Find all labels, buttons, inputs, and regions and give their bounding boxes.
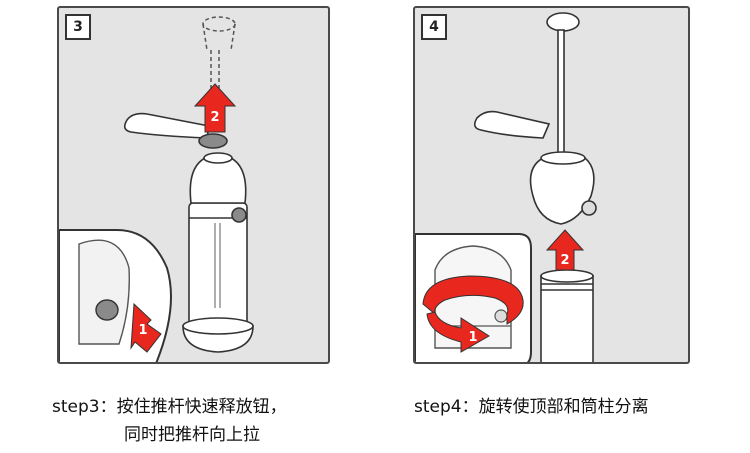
step-4-panel: 4 2 bbox=[413, 6, 690, 364]
step-4-illustration: 2 1 bbox=[415, 12, 597, 362]
cookie-press-cylinder bbox=[540, 269, 594, 362]
rotate-arrow-icon: 1 bbox=[422, 275, 524, 353]
step-4-badge: 4 bbox=[421, 14, 447, 40]
step-3-illustration: 2 1 bbox=[59, 16, 254, 362]
step-4-caption: step4：旋转使顶部和筒柱分离 bbox=[414, 397, 649, 417]
up-arrow-icon: 2 bbox=[545, 229, 585, 271]
arrow-label-1: 1 bbox=[138, 323, 147, 338]
step-3-panel: 3 bbox=[57, 6, 330, 364]
up-arrow-icon: 2 bbox=[193, 83, 237, 133]
dashed-rod-ghost bbox=[202, 16, 236, 108]
cookie-press-device bbox=[123, 112, 254, 353]
arrow-label-1: 1 bbox=[468, 330, 477, 345]
step-3-badge: 3 bbox=[65, 14, 91, 40]
arrow-label-2: 2 bbox=[560, 253, 569, 268]
step-3-caption-line1: step3：按住推杆快速释放钮， bbox=[52, 397, 287, 417]
cookie-press-head bbox=[473, 12, 597, 225]
zoom-inset: 1 bbox=[59, 229, 172, 362]
step-3-caption-line2: 同时把推杆向上拉 bbox=[124, 425, 260, 445]
arrow-label-2: 2 bbox=[210, 110, 219, 125]
